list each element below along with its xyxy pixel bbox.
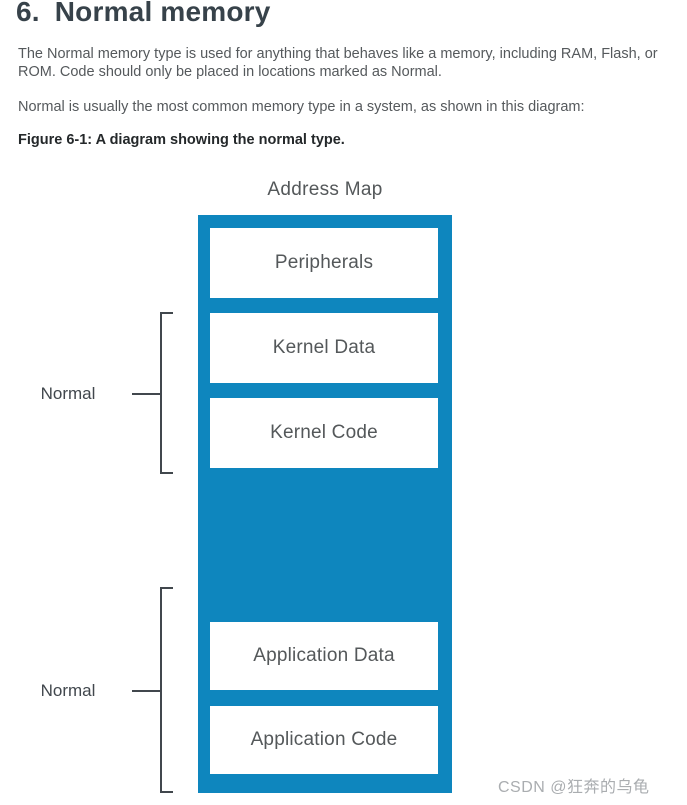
memory-block-application-data: Application Data	[210, 622, 438, 690]
heading-text: Normal memory	[54, 0, 271, 27]
page-title: 6. Normal memory	[16, 0, 271, 28]
intro-paragraph: The Normal memory type is used for anyth…	[18, 46, 658, 80]
memory-block-kernel-data: Kernel Data	[210, 313, 438, 383]
bracket-connector-top	[132, 393, 162, 395]
diagram-title: Address Map	[267, 179, 383, 200]
memory-block-kernel-code: Kernel Code	[210, 398, 438, 468]
memory-block-application-code: Application Code	[210, 706, 438, 774]
watermark: CSDN @狂奔的乌龟	[498, 779, 650, 796]
memory-block-peripherals: Peripherals	[210, 228, 438, 298]
address-map-column	[198, 215, 452, 793]
figure-caption: Figure 6-1: A diagram showing the normal…	[18, 132, 345, 148]
lead-in-paragraph: Normal is usually the most common memory…	[18, 99, 585, 115]
bracket-connector-bottom	[132, 690, 162, 692]
heading-number: 6.	[16, 0, 40, 27]
normal-label-bottom: Normal	[40, 681, 96, 700]
normal-label-top: Normal	[40, 384, 96, 403]
